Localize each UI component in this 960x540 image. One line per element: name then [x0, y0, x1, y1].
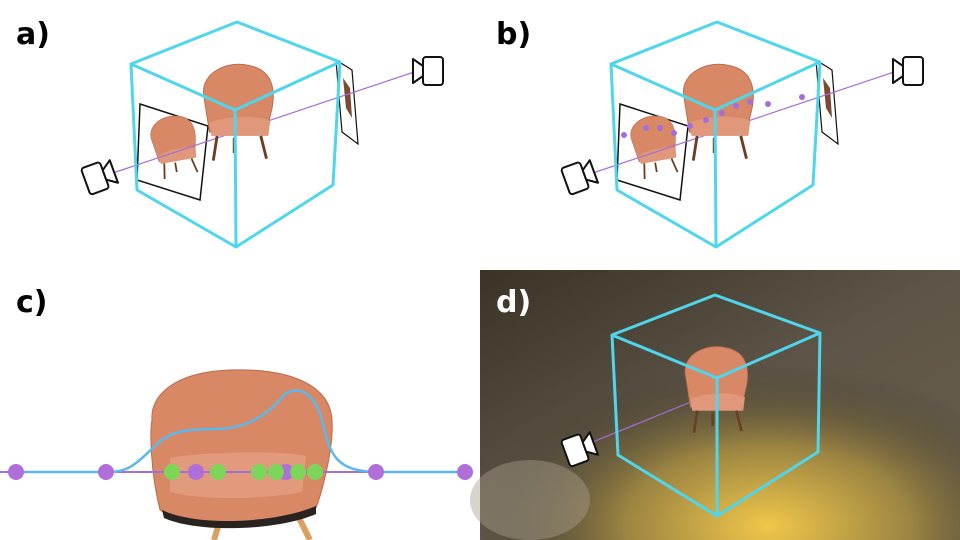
sample-point — [733, 103, 739, 109]
panel-a: a) — [16, 17, 444, 249]
panel-d-label: d) — [496, 285, 531, 320]
sample-point — [747, 99, 753, 105]
ray-sample-points — [621, 94, 805, 138]
chair-model — [682, 62, 755, 163]
camera-icon-right — [892, 56, 924, 86]
sample-point — [703, 117, 709, 123]
panel-c-label: c) — [16, 285, 48, 320]
sample-point — [457, 464, 473, 480]
chair-model — [202, 62, 275, 163]
sample-point — [799, 94, 805, 100]
camera-icon-left — [79, 157, 120, 196]
sample-point — [657, 125, 663, 131]
camera-icon-left — [559, 157, 600, 196]
sample-point — [621, 132, 627, 138]
importance-sample — [164, 464, 180, 480]
panel-a-label: a) — [16, 17, 50, 52]
importance-sample — [210, 464, 226, 480]
coarse-samples — [8, 464, 473, 480]
chair-image-right — [343, 78, 352, 118]
panel-b: b) — [496, 17, 924, 249]
importance-sample — [290, 464, 306, 480]
sample-point — [368, 464, 384, 480]
importance-sample — [307, 464, 323, 480]
bounding-box — [129, 20, 342, 249]
bounding-box — [610, 293, 822, 518]
sample-point — [765, 101, 771, 107]
panel-b-label: b) — [496, 17, 531, 52]
sample-point — [98, 464, 114, 480]
sample-point — [719, 110, 725, 116]
chair-closeup — [150, 369, 333, 540]
sample-point — [8, 464, 24, 480]
sample-point — [687, 123, 693, 129]
sample-point — [671, 130, 677, 136]
importance-sample — [268, 464, 284, 480]
chair-image-right — [823, 78, 832, 118]
sample-point — [188, 464, 204, 480]
bounding-box — [609, 20, 822, 249]
panel-c: c) — [0, 285, 473, 540]
sample-point — [643, 125, 649, 131]
importance-sample — [251, 464, 267, 480]
density-curve — [20, 389, 466, 474]
panel-d: d) — [470, 270, 960, 540]
fine-samples — [164, 464, 323, 480]
camera-icon-right — [412, 56, 444, 86]
